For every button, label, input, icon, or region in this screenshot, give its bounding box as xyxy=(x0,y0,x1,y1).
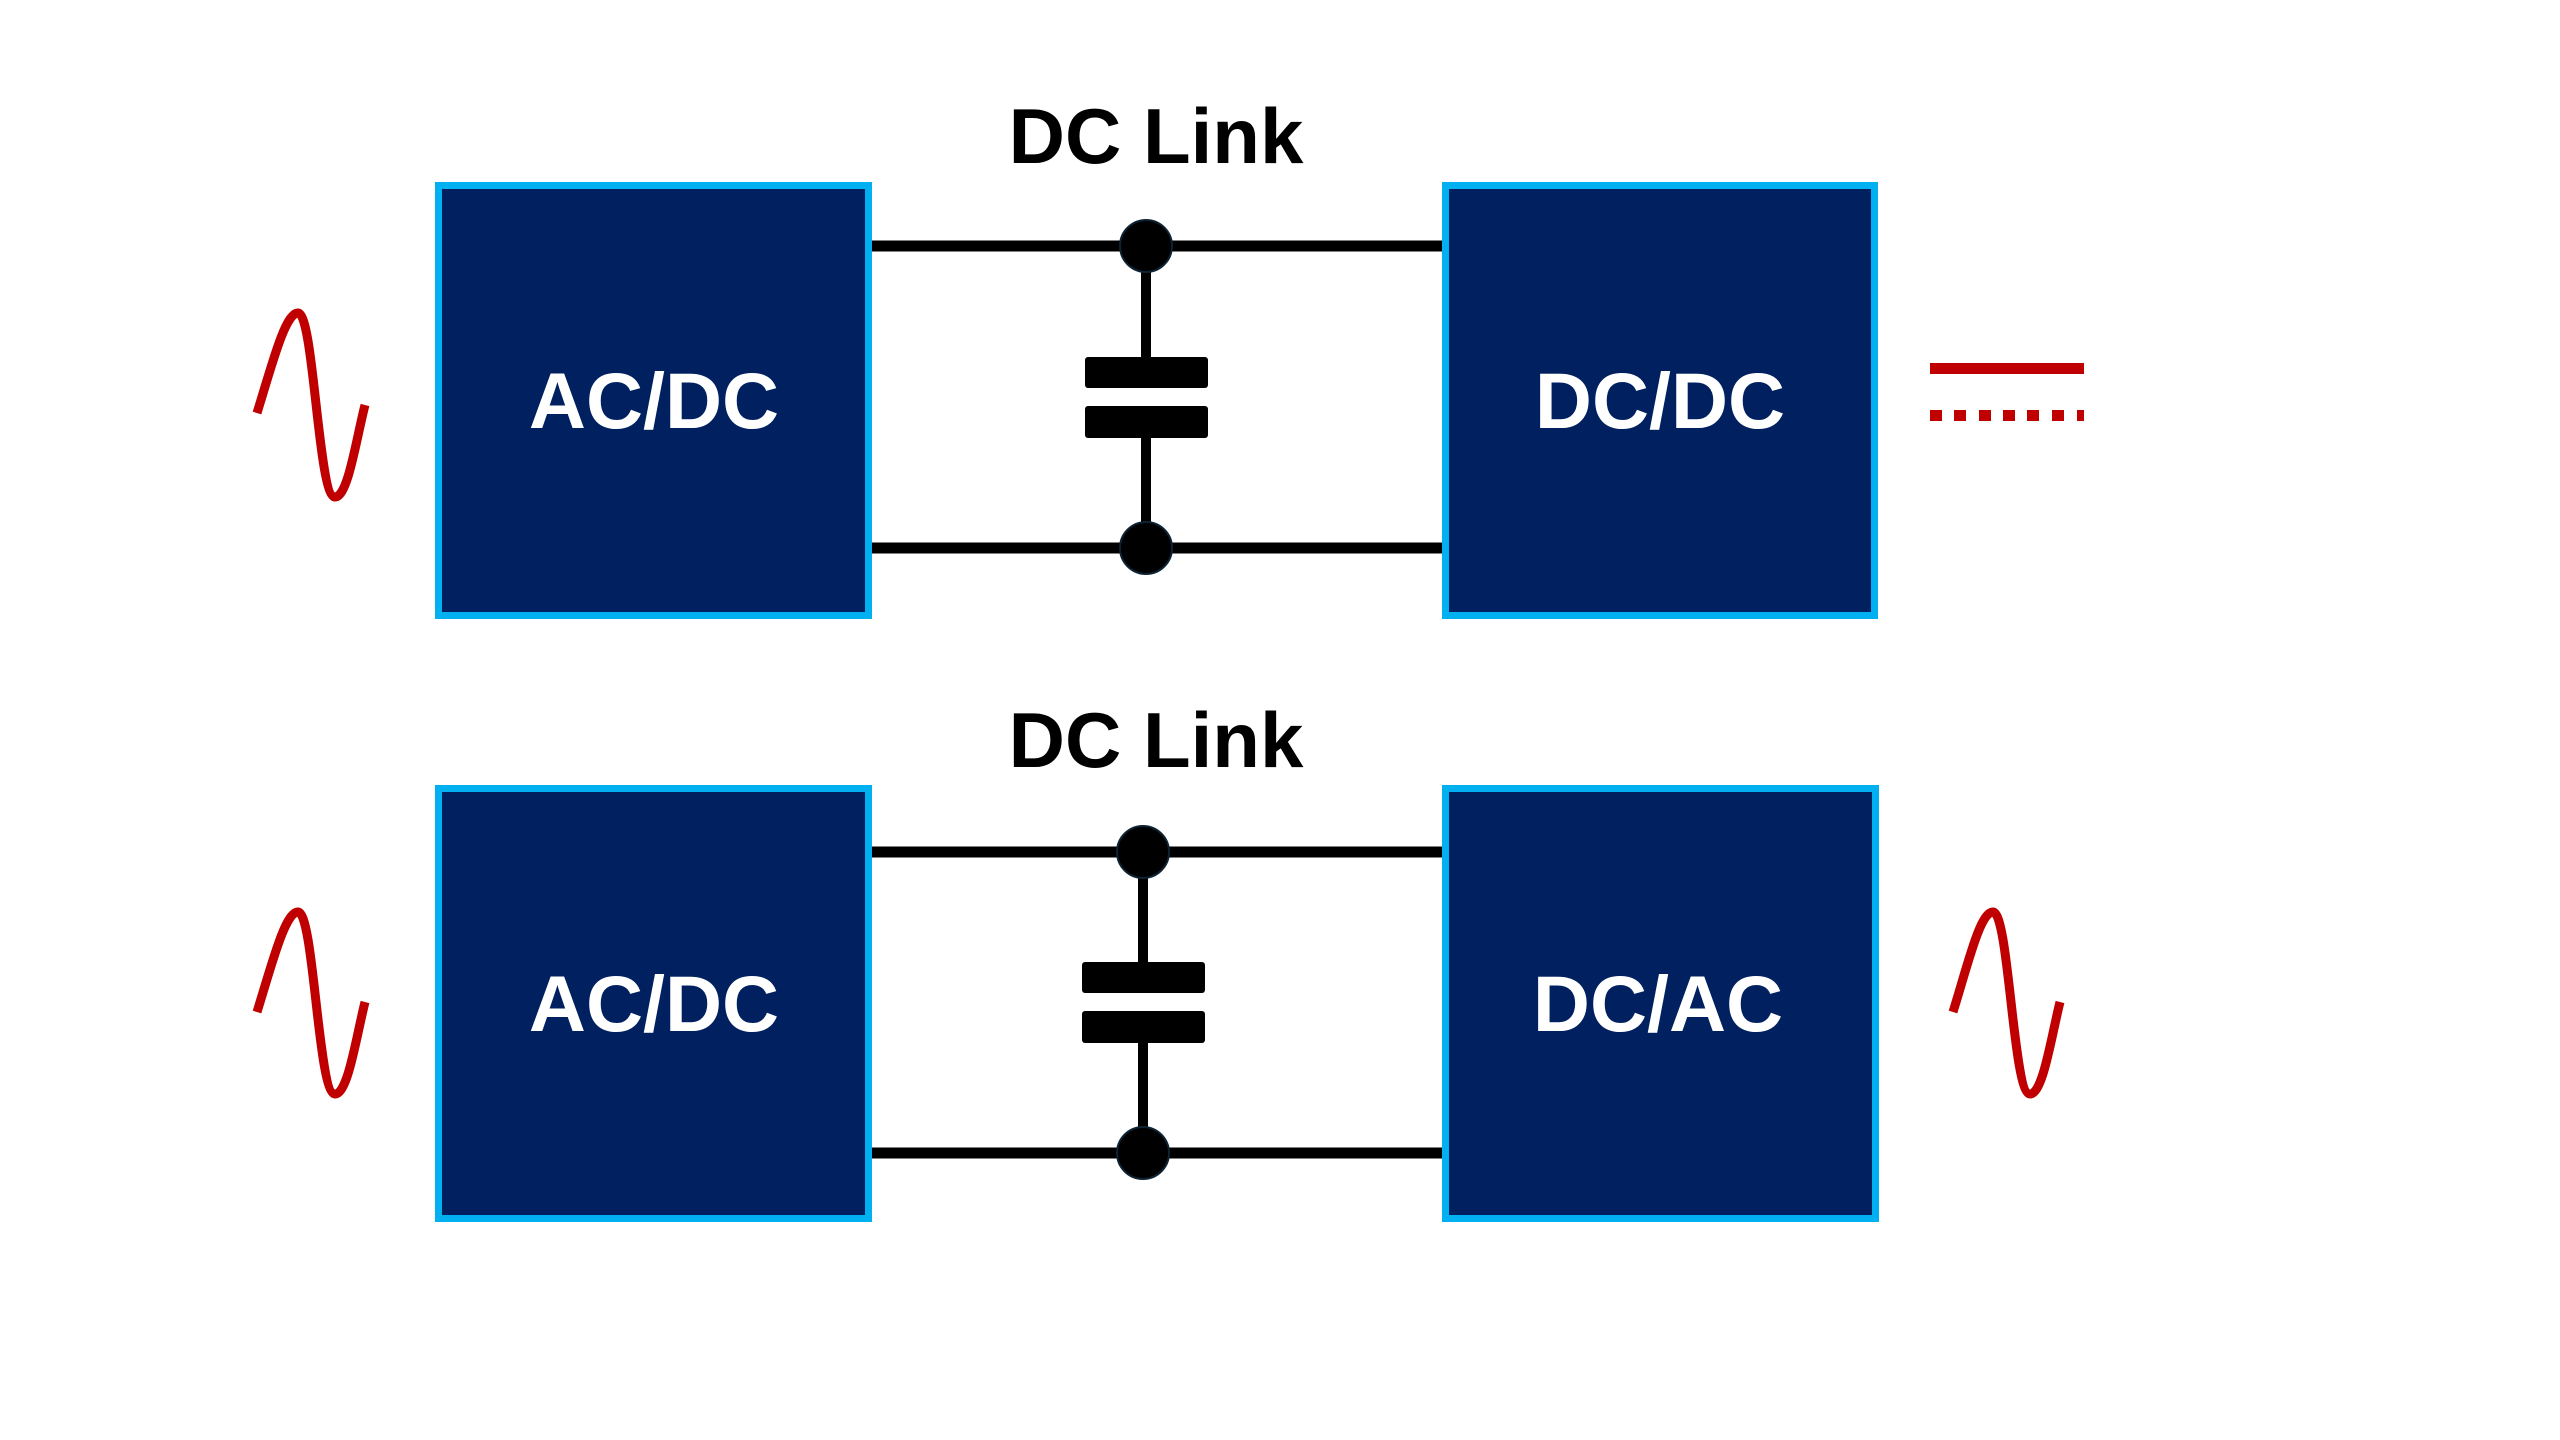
capacitor-plate-top xyxy=(1082,962,1205,993)
ac-sine-icon xyxy=(1948,907,2065,1099)
dcdc-converter-block: DC/DC xyxy=(1442,182,1878,619)
dc-link-label: DC Link xyxy=(1009,92,1304,180)
dcdc-block-label: DC/DC xyxy=(1535,356,1785,445)
capacitor-plate-bottom xyxy=(1082,1011,1205,1043)
ac-sine-icon xyxy=(252,308,370,502)
capacitor-plate-bottom xyxy=(1085,406,1208,438)
dcac-converter-block: DC/AC xyxy=(1442,785,1879,1222)
acdc-block-label: AC/DC xyxy=(529,356,779,445)
junction-node-bottom xyxy=(1116,1126,1170,1180)
ac-sine-icon xyxy=(252,907,370,1099)
dcac-block-label: DC/AC xyxy=(1533,959,1783,1048)
dc-symbol-icon xyxy=(1930,363,2084,421)
junction-node-top xyxy=(1119,219,1173,273)
acdc-converter-block: AC/DC xyxy=(435,182,872,619)
junction-node-bottom xyxy=(1119,521,1173,575)
diagram-acdc-to-dcac: DC Link AC/DC DC/AC xyxy=(252,696,2065,1222)
acdc-converter-block: AC/DC xyxy=(435,785,872,1222)
junction-node-top xyxy=(1116,825,1170,879)
diagram-acdc-to-dcdc: DC Link AC/DC DC/DC xyxy=(252,92,2084,619)
acdc-block-label: AC/DC xyxy=(529,959,779,1048)
dc-link-label: DC Link xyxy=(1009,696,1304,784)
capacitor-plate-top xyxy=(1085,357,1208,388)
